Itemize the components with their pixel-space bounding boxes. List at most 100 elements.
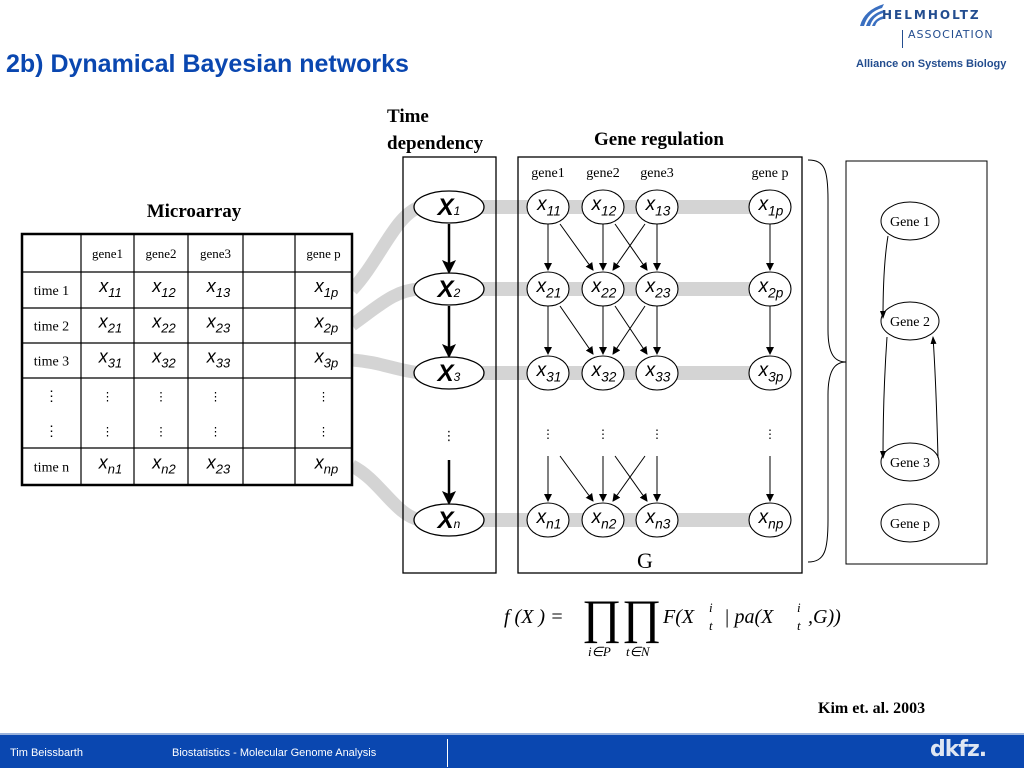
network-node-3 bbox=[880, 442, 940, 482]
gene-node-label-np: xnp bbox=[758, 507, 784, 531]
network-edge-2-3 bbox=[880, 336, 888, 459]
table-ellipsis: ⋮ bbox=[102, 425, 114, 439]
connector-band-1 bbox=[347, 200, 423, 295]
table-cell-x2p: x2p bbox=[314, 312, 338, 336]
gene-ellipsis-2: ⋮ bbox=[597, 427, 609, 441]
table-cell-xnp: xnp bbox=[314, 453, 338, 477]
table-ellipsis: ⋮ bbox=[210, 390, 222, 404]
time-node-1 bbox=[413, 190, 485, 224]
table-row-label-1: time 2 bbox=[34, 320, 69, 335]
formula-rhs-a: F(X bbox=[663, 606, 695, 628]
table-cell-x21: x21 bbox=[98, 312, 122, 336]
gene-edge bbox=[612, 305, 646, 355]
gene-node-label-11: x11 bbox=[536, 194, 561, 218]
graph-label-g: G bbox=[637, 548, 653, 573]
gene-edge bbox=[612, 455, 646, 502]
table-cell-x31: x31 bbox=[98, 347, 122, 371]
footer-course: Biostatistics - Molecular Genome Analysi… bbox=[172, 747, 377, 759]
gene-node-3p bbox=[748, 355, 792, 391]
gene-node-label-3p: x3p bbox=[758, 360, 784, 384]
table-cell-x32: x32 bbox=[151, 347, 176, 371]
product-1: ∏ bbox=[582, 591, 622, 644]
time-ellipsis: ⋮ bbox=[443, 429, 456, 444]
microarray-title: Microarray bbox=[147, 201, 242, 222]
footer-bar: Tim Beissbarth Biostatistics - Molecular… bbox=[0, 733, 1024, 768]
table-cell-x23: x23 bbox=[206, 453, 231, 477]
gene-node-label-32: x32 bbox=[591, 360, 617, 384]
formula-sup-1: i bbox=[709, 600, 713, 615]
table-row-label-3: ⋮ bbox=[45, 390, 59, 405]
curly-brace bbox=[807, 159, 847, 563]
network-edge-1-2 bbox=[880, 235, 889, 319]
gene-node-label-31: x31 bbox=[536, 360, 562, 384]
table-header-3: gene3 bbox=[200, 246, 231, 261]
table-ellipsis: ⋮ bbox=[318, 425, 330, 439]
table-cell-x23: x23 bbox=[206, 312, 231, 336]
gene-ellipsis-4: ⋮ bbox=[764, 427, 776, 441]
gene-edge bbox=[559, 305, 594, 355]
network-node-label-4: Gene p bbox=[890, 517, 930, 532]
time-dependency-title-1: Time bbox=[387, 106, 429, 127]
dbn-diagram: Microarray gene1 gene2 gene3 gene p time 1 x1… bbox=[20, 106, 988, 574]
gene-node-31 bbox=[526, 355, 570, 391]
gene-node-label-n2: xn2 bbox=[591, 507, 617, 531]
table-ellipsis: ⋮ bbox=[155, 425, 167, 439]
network-edge-3-2 bbox=[930, 336, 939, 459]
footer-divider bbox=[447, 739, 448, 767]
network-node-label-2: Gene 2 bbox=[890, 315, 930, 330]
gene-ellipsis-3: ⋮ bbox=[651, 427, 663, 441]
table-row-label-0: time 1 bbox=[34, 284, 69, 299]
table-cell-x12: x12 bbox=[151, 276, 176, 300]
product-2-index: t∈N bbox=[626, 644, 650, 659]
gene-ellipsis-1: ⋮ bbox=[542, 427, 554, 441]
gene-node-np bbox=[748, 502, 792, 538]
network-node-1 bbox=[880, 201, 940, 241]
gene-regulation-box bbox=[517, 156, 803, 574]
network-box bbox=[845, 160, 988, 565]
gene-edge bbox=[559, 455, 594, 502]
gene-edge bbox=[614, 305, 648, 355]
gene-node-label-23: x23 bbox=[645, 276, 671, 300]
table-ellipsis: ⋮ bbox=[318, 390, 330, 404]
gene-node-n2 bbox=[581, 502, 625, 538]
helmholtz-wing-icon bbox=[860, 4, 884, 26]
gene-node-n1 bbox=[526, 502, 570, 538]
table-cell-x1p: x1p bbox=[314, 276, 338, 300]
time-node-label-3: X3 bbox=[436, 360, 461, 387]
helmholtz-line2: ASSOCIATION bbox=[908, 28, 994, 41]
time-node-label-1: X1 bbox=[436, 194, 461, 221]
product-2: ∏ bbox=[622, 591, 662, 644]
table-cell-x22: x22 bbox=[151, 312, 176, 336]
table-cell-xn2: xn2 bbox=[151, 453, 176, 477]
gene-node-label-2p: x2p bbox=[758, 276, 784, 300]
time-dependency-box bbox=[402, 156, 497, 574]
network-node-label-1: Gene 1 bbox=[890, 215, 930, 230]
gene-node-label-13: x13 bbox=[645, 194, 671, 218]
gene-node-label-1p: x1p bbox=[758, 194, 784, 218]
helmholtz-logo: HELMHOLTZ ASSOCIATION Alliance on System… bbox=[856, 2, 1024, 74]
formula-rhs-c: ,G)) bbox=[808, 606, 841, 628]
gene-edge bbox=[614, 223, 648, 271]
gene-node-32 bbox=[581, 355, 625, 391]
table-cell-x13: x13 bbox=[206, 276, 231, 300]
gene-edge bbox=[559, 223, 594, 271]
network-node-2 bbox=[880, 301, 940, 341]
gene-column-label-2: gene2 bbox=[586, 166, 619, 181]
table-cell-x3p: x3p bbox=[314, 347, 338, 371]
gene-column-label-1: gene1 bbox=[531, 166, 564, 181]
gene-node-label-n3: xn3 bbox=[645, 507, 671, 531]
gene-edge bbox=[612, 223, 646, 271]
formula-lhs: f (X ) = bbox=[504, 606, 564, 628]
gene-node-label-33: x33 bbox=[645, 360, 671, 384]
gene-column-label-4: gene p bbox=[752, 166, 789, 181]
network-node-label-3: Gene 3 bbox=[890, 456, 930, 471]
table-cell-x33: x33 bbox=[206, 347, 231, 371]
formula-rhs-b: | pa(X bbox=[724, 606, 774, 628]
footer-author: Tim Beissbarth bbox=[10, 747, 83, 759]
gene-edge bbox=[614, 455, 648, 502]
gene-node-n3 bbox=[635, 502, 679, 538]
gene-node-label-22: x22 bbox=[591, 276, 617, 300]
